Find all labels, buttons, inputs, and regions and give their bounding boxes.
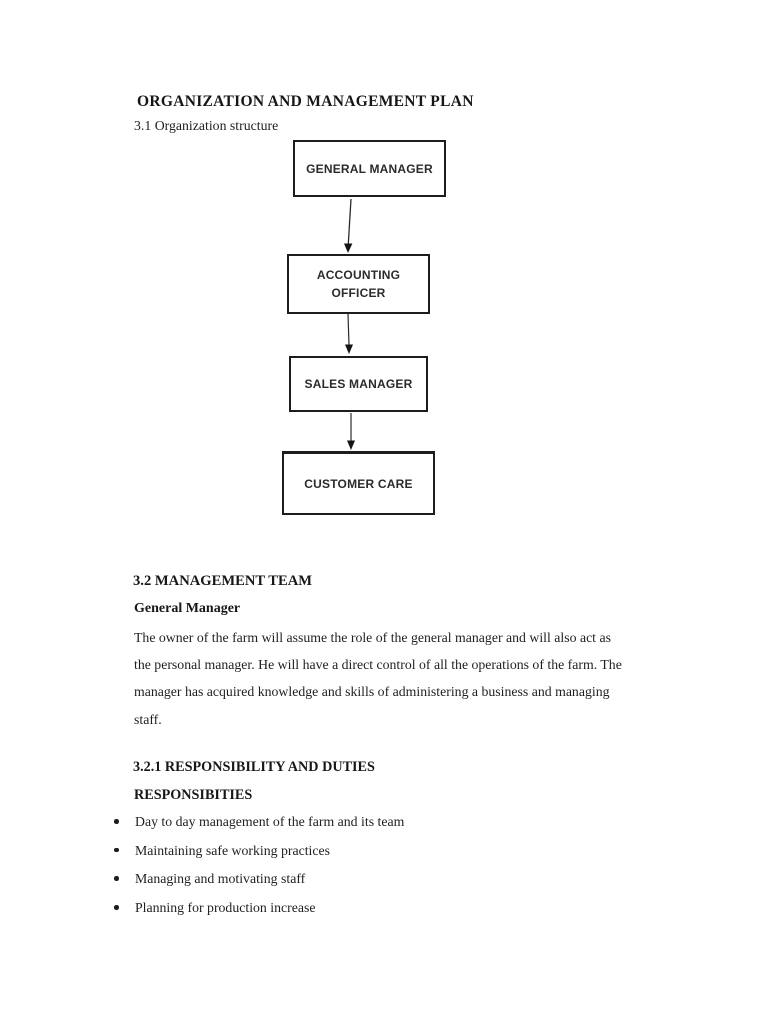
list-item-text: Managing and motivating staff: [135, 871, 306, 887]
org-box-general-manager: GENERAL MANAGER: [293, 140, 446, 197]
down-arrow-icon: [344, 198, 353, 253]
down-arrow-icon: [345, 313, 353, 354]
page-title: ORGANIZATION AND MANAGEMENT PLAN: [137, 93, 474, 110]
bullet-icon: [114, 905, 119, 910]
list-item-text: Maintaining safe working practices: [135, 842, 331, 858]
section-3-1-heading: 3.1 Organization structure: [134, 118, 279, 133]
org-box-sales-manager: SALES MANAGER: [289, 356, 428, 412]
section-3-2-heading: 3.2 MANAGEMENT TEAM: [133, 573, 313, 589]
list-item: Managing and motivating staff: [113, 869, 713, 898]
list-item-text: Day to day management of the farm and it…: [135, 814, 405, 829]
list-item: Day to day management of the farm and it…: [113, 812, 713, 841]
org-box-label: ACCOUNTING OFFICER: [316, 268, 401, 300]
org-box-customer-care: CUSTOMER CARE: [282, 451, 435, 515]
general-manager-subheading: General Manager: [134, 601, 241, 616]
list-item: Maintaining safe working practices: [113, 841, 713, 870]
org-box-label: GENERAL MANAGER: [306, 161, 433, 176]
section-3-2-1-heading: 3.2.1 RESPONSIBILITY AND DUTIES: [133, 759, 375, 775]
general-manager-paragraph: The owner of the farm will assume the ro…: [134, 630, 622, 727]
bullet-icon: [114, 876, 119, 881]
bullet-icon: [114, 819, 119, 824]
org-box-label: CUSTOMER CARE: [304, 476, 413, 491]
org-box-accounting-officer: ACCOUNTING OFFICER: [287, 254, 430, 314]
responsibilities-subheading: RESPONSIBITIES: [134, 787, 253, 803]
list-item: Planning for production increase: [113, 898, 713, 927]
down-arrow-icon: [347, 413, 355, 450]
bullet-icon: [114, 847, 119, 853]
responsibilities-list: Day to day management of the farm and it…: [113, 812, 713, 927]
list-item-text: Planning for production increase: [135, 900, 316, 916]
org-box-label: SALES MANAGER: [304, 377, 413, 391]
